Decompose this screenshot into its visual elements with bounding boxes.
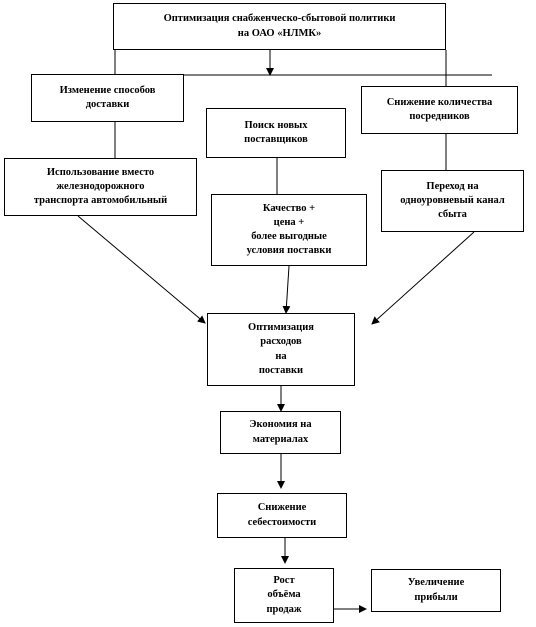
profit-increase-box: Увеличение прибыли (371, 569, 501, 612)
branch-left-box: Изменение способов доставки (31, 74, 184, 122)
optimization-box: Оптимизация расходов на поставки (207, 313, 355, 386)
arrow-left-to-optimization (77, 215, 206, 324)
arrow-right-to-optimization (371, 231, 475, 325)
middle-detail-box: Качество + цена + более выгодные условия… (211, 194, 367, 266)
right-detail-box: Переход на одноуровневый канал сбыта (381, 170, 524, 232)
cost-reduction-box: Снижение себестоимости (217, 493, 347, 538)
top-goal-box: Оптимизация снабженческо-сбытовой полити… (113, 3, 446, 50)
savings-box: Экономия на материалах (220, 411, 341, 454)
sales-growth-box: Рост объёма продаж (234, 568, 334, 623)
branch-right-box: Снижение количества посредников (361, 86, 518, 134)
left-detail-box: Использование вместо железнодорожного тр… (4, 158, 197, 216)
arrow-middle-to-optimization (282, 265, 291, 314)
branch-middle-box: Поиск новых поставщиков (206, 108, 346, 158)
